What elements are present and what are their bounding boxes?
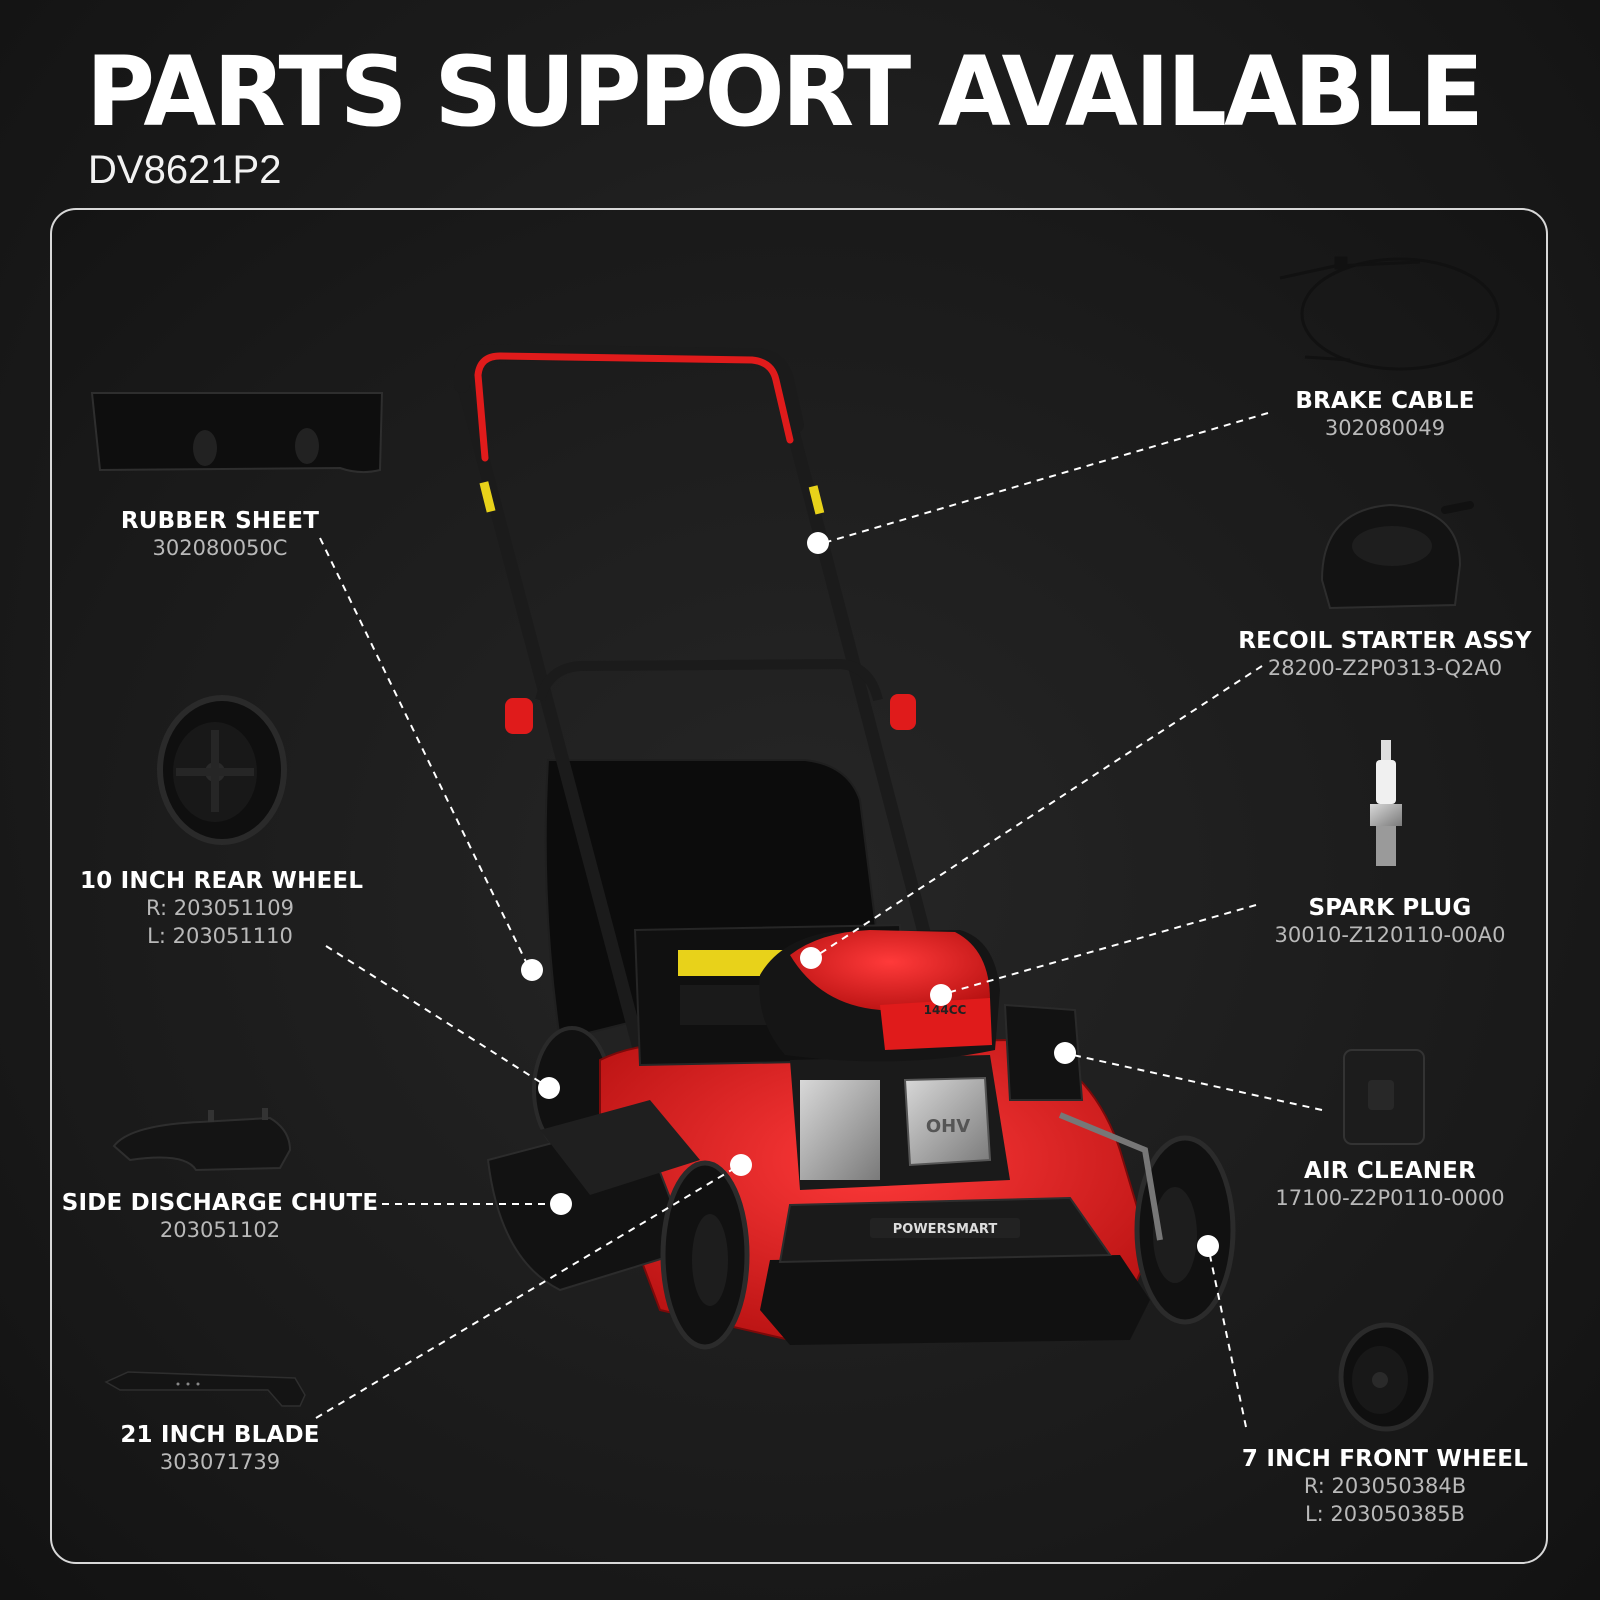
lawn-mower-image: POWERSMART OHV 144CC <box>454 343 1236 1350</box>
callout-dots <box>521 532 1219 1257</box>
spark-plug-callout: SPARK PLUG 30010-Z120110-00A0 <box>1250 895 1530 949</box>
part-name: 10 INCH REAR WHEEL <box>80 868 364 894</box>
rear-wheel-callout: 10 INCH REAR WHEEL R: 203051109 L: 20305… <box>80 868 364 950</box>
brand-plate: POWERSMART <box>893 1222 998 1237</box>
front-wheel-callout: 7 INCH FRONT WHEEL R: 203050384B L: 2030… <box>1240 1446 1530 1528</box>
air-cleaner-callout: AIR CLEANER 17100-Z2P0110-0000 <box>1250 1158 1530 1212</box>
side-chute-image <box>112 1108 292 1172</box>
part-name: 7 INCH FRONT WHEEL <box>1241 1446 1529 1472</box>
engine-size-label: 144CC <box>924 1003 967 1017</box>
part-number: 302080049 <box>1324 416 1446 440</box>
part-name: RECOIL STARTER ASSY <box>1238 628 1532 654</box>
blade-callout: 21 INCH BLADE 303071739 <box>95 1422 345 1476</box>
part-number: 17100-Z2P0110-0000 <box>1275 1186 1505 1210</box>
side-chute-callout: SIDE DISCHARGE CHUTE 203051102 <box>60 1190 380 1244</box>
part-number: 203051102 <box>159 1218 281 1242</box>
rubber-sheet-callout: RUBBER SHEET 302080050C <box>95 508 345 562</box>
part-name: SIDE DISCHARGE CHUTE <box>61 1190 379 1216</box>
part-number: 30010-Z120110-00A0 <box>1274 923 1506 947</box>
callout-lines <box>315 412 1323 1428</box>
part-name: AIR CLEANER <box>1304 1158 1476 1184</box>
part-name: BRAKE CABLE <box>1295 388 1475 414</box>
blade-image <box>104 1371 306 1407</box>
part-number-left: L: 203051110 <box>147 924 293 948</box>
part-name: SPARK PLUG <box>1308 895 1472 921</box>
part-number: 303071739 <box>159 1450 281 1474</box>
recoil-starter-image <box>1320 501 1474 610</box>
part-name: RUBBER SHEET <box>120 508 320 534</box>
brake-cable-callout: BRAKE CABLE 302080049 <box>1260 388 1510 442</box>
rubber-sheet-image <box>90 392 384 474</box>
engine-cover-text: OHV <box>926 1116 970 1137</box>
rear-wheel-image <box>157 695 287 845</box>
model-number: DV8621P2 <box>88 148 282 192</box>
part-number-left: L: 203050385B <box>1304 1502 1466 1526</box>
front-wheel-image <box>1338 1322 1434 1432</box>
part-number-right: R: 203051109 <box>146 896 294 920</box>
recoil-starter-callout: RECOIL STARTER ASSY 28200-Z2P0313-Q2A0 <box>1235 628 1535 682</box>
spark-plug-image <box>1370 740 1402 866</box>
part-number: 302080050C <box>152 536 288 560</box>
part-number-right: R: 203050384B <box>1303 1474 1467 1498</box>
brake-cable-image <box>1279 256 1500 371</box>
page-title: PARTS SUPPORT AVAILABLE <box>86 36 1484 148</box>
air-cleaner-image <box>1343 1049 1425 1145</box>
part-number: 28200-Z2P0313-Q2A0 <box>1267 656 1503 680</box>
part-name: 21 INCH BLADE <box>120 1422 320 1448</box>
